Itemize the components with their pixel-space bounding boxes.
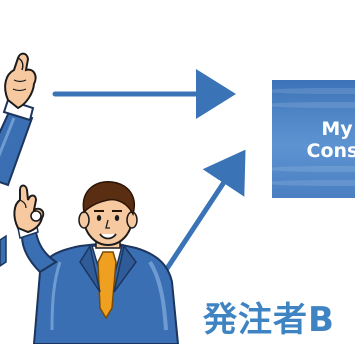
card-texture: [272, 180, 355, 186]
target-card: My Const: [272, 80, 355, 198]
card-texture: [272, 166, 355, 172]
arrow-diagonal: [163, 149, 246, 273]
card-texture: [272, 102, 355, 108]
card-title: My Const: [282, 118, 355, 162]
card-texture: [272, 88, 355, 94]
card-title-line2: Const: [306, 140, 355, 162]
person-label: 発注者B: [203, 300, 335, 340]
card-title-line1: My: [321, 118, 353, 140]
